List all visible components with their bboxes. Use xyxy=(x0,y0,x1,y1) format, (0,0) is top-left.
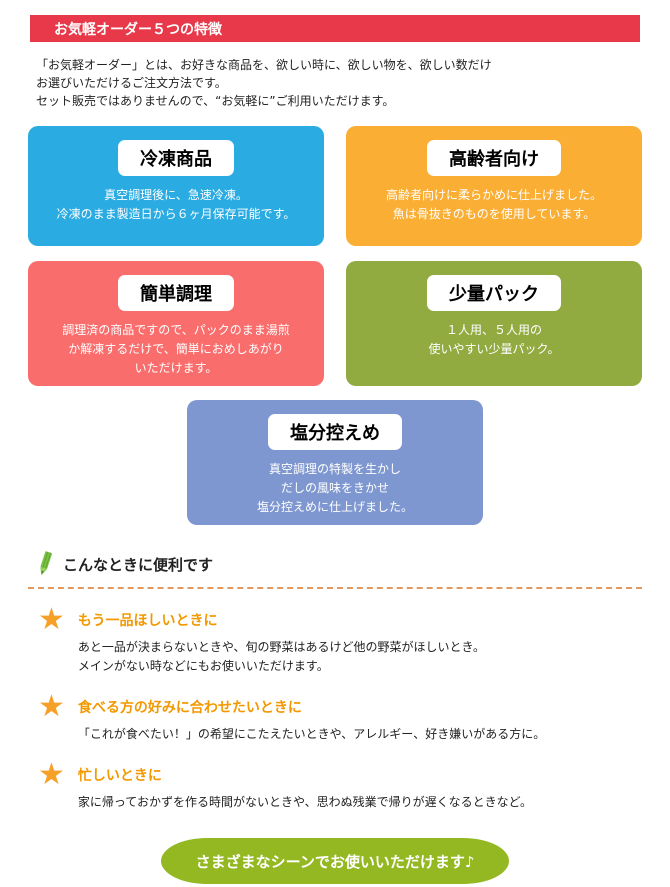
footer-banner: さまざまなシーンでお使いいただけます♪ xyxy=(161,838,509,884)
tip-item-extra-dish: ★ もう一品ほしいときに あと一品が決まらないときや、旬の野菜はあるけど他の野菜… xyxy=(38,602,640,676)
tip-body: 忙しいときに 家に帰っておかずを作る時間がないときや、思わぬ残業で帰りが遅くなる… xyxy=(78,761,532,812)
pencil-icon xyxy=(40,551,52,576)
feature-description: 真空調理の特製を生かし だしの風味をきかせ 塩分控えめに仕上げました。 xyxy=(256,462,413,514)
tip-body: 食べる方の好みに合わせたいときに 「これが食べたい！」の希望にこたえたいときや、… xyxy=(78,693,545,744)
tip-description: 家に帰っておかずを作る時間がないときや、思わぬ残業で帰りが遅くなるときなど。 xyxy=(77,795,532,809)
star-icon: ★ xyxy=(38,602,65,637)
feature-card-frozen: 冷凍商品 真空調理後に、急速冷凍。 冷凍のまま製造日から６ヶ月保存可能です。 xyxy=(28,126,324,246)
tip-item-preferences: ★ 食べる方の好みに合わせたいときに 「これが食べたい！」の希望にこたえたいとき… xyxy=(38,689,640,744)
tip-title: もう一品ほしいときに xyxy=(77,613,218,629)
feature-title: 冷凍商品 xyxy=(140,149,212,170)
feature-description: 調理済の商品ですので、パックのまま湯煎 か解凍するだけで、簡単におめしあがり い… xyxy=(62,323,290,375)
dashed-divider xyxy=(28,587,642,589)
feature-card-small-pack: 少量パック １人用、５人用の 使いやすい少量パック。 xyxy=(346,261,642,386)
feature-description: １人用、５人用の 使いやすい少量パック。 xyxy=(428,323,560,356)
footer-banner-text: さまざまなシーンでお使いいただけます♪ xyxy=(195,852,475,871)
feature-description: 高齢者向けに柔らかめに仕上げました。 魚は骨抜きのものを使用しています。 xyxy=(385,188,602,221)
feature-title-badge: 簡単調理 xyxy=(118,275,234,311)
feature-card-low-salt: 塩分控えめ 真空調理の特製を生かし だしの風味をきかせ 塩分控えめに仕上げました… xyxy=(187,400,483,525)
tip-description: 「これが食べたい！」の希望にこたえたいときや、アレルギー、好き嫌いがある方に。 xyxy=(77,727,546,741)
feature-description: 真空調理後に、急速冷凍。 冷凍のまま製造日から６ヶ月保存可能です。 xyxy=(56,188,296,221)
feature-title: 高齢者向け xyxy=(449,149,539,170)
tip-description: あと一品が決まらないときや、旬の野菜はあるけど他の野菜がほしいとき。 メインがな… xyxy=(77,640,485,673)
tips-section-header: こんなときに便利です xyxy=(36,550,670,578)
tips-heading: こんなときに便利です xyxy=(63,555,214,574)
section-header: お気軽オーダー５つの特徴 xyxy=(30,15,640,42)
tip-body: もう一品ほしいときに あと一品が決まらないときや、旬の野菜はあるけど他の野菜がほ… xyxy=(78,606,485,676)
star-icon: ★ xyxy=(38,757,65,792)
feature-title: 少量パック xyxy=(449,284,539,305)
page-title: お気軽オーダー５つの特徴 xyxy=(54,21,222,38)
feature-card-easy-cook: 簡単調理 調理済の商品ですので、パックのまま湯煎 か解凍するだけで、簡単におめし… xyxy=(28,261,324,386)
intro-text: 「お気軽オーダー」とは、お好きな商品を、欲しい時に、欲しい物を、欲しい数だけ お… xyxy=(36,58,492,108)
tip-title: 忙しいときに xyxy=(77,768,162,784)
feature-title-badge: 少量パック xyxy=(427,275,561,311)
feature-title: 簡単調理 xyxy=(140,284,212,305)
feature-cards: 冷凍商品 真空調理後に、急速冷凍。 冷凍のまま製造日から６ヶ月保存可能です。 高… xyxy=(28,126,642,386)
feature-title-badge: 高齢者向け xyxy=(427,140,561,176)
feature-title-badge: 塩分控えめ xyxy=(268,414,402,450)
tip-item-busy: ★ 忙しいときに 家に帰っておかずを作る時間がないときや、思わぬ残業で帰りが遅く… xyxy=(38,757,640,812)
feature-title-badge: 冷凍商品 xyxy=(118,140,234,176)
tip-title: 食べる方の好みに合わせたいときに xyxy=(77,700,302,716)
feature-card-center-row: 塩分控えめ 真空調理の特製を生かし だしの風味をきかせ 塩分控えめに仕上げました… xyxy=(0,400,670,525)
feature-title: 塩分控えめ xyxy=(290,423,380,444)
star-icon: ★ xyxy=(38,689,65,724)
feature-card-elderly: 高齢者向け 高齢者向けに柔らかめに仕上げました。 魚は骨抜きのものを使用していま… xyxy=(346,126,642,246)
